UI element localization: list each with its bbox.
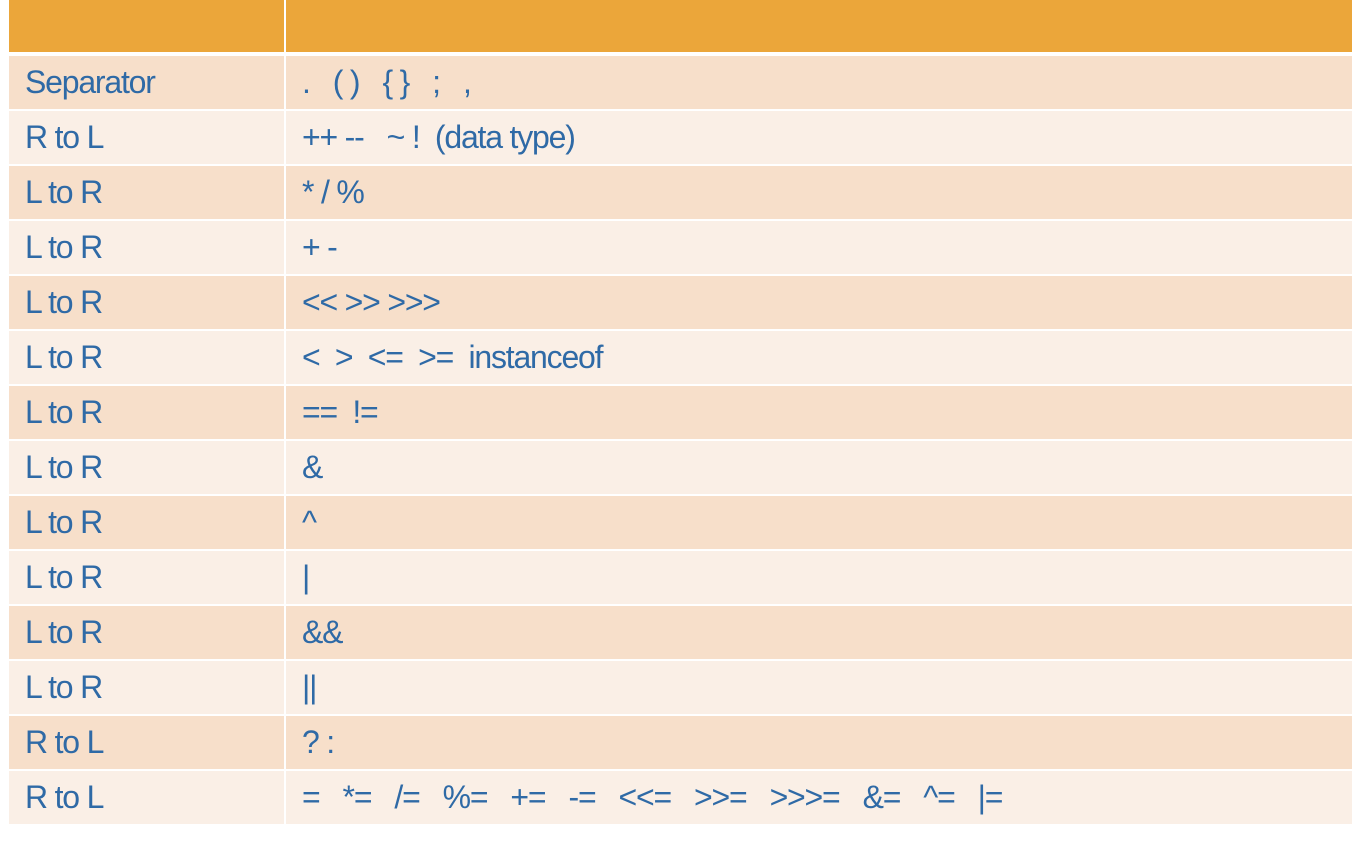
operators-cell: && [302,614,343,650]
table-row: L to R + - [9,220,1352,275]
associativity-cell: R to L [9,110,286,165]
associativity-cell: L to R [9,550,286,605]
operators-cell: + - [302,229,338,265]
table-row: R to L ? : [9,715,1352,770]
operators-cell: << >> >>> [302,284,441,320]
operators-cell: | [302,559,310,595]
associativity-cell: L to R [9,330,286,385]
table-row: L to R | [9,550,1352,605]
table-header-row [9,0,1352,54]
operators-cell: & [302,449,323,485]
operators-cell: == != [302,394,379,430]
associativity-cell: R to L [9,770,286,825]
associativity-cell: L to R [9,385,286,440]
table-row: L to R * / % [9,165,1352,220]
operator-precedence-table: Separator . ( ) { } ; , R to L ++ -- ~ !… [9,0,1352,826]
associativity-cell: L to R [9,495,286,550]
table-row: L to R << >> >>> [9,275,1352,330]
operators-cell: . ( ) { } ; , [302,64,472,100]
header-associativity [9,0,286,54]
associativity-cell: L to R [9,165,286,220]
table-row: Separator . ( ) { } ; , [9,54,1352,110]
associativity-cell: L to R [9,660,286,715]
associativity-cell: L to R [9,275,286,330]
table-row: L to R || [9,660,1352,715]
operators-cell: ++ -- ~ ! (data type) [302,119,576,155]
operators-cell: ? : [302,724,335,760]
table-row: L to R == != [9,385,1352,440]
table-row: L to R && [9,605,1352,660]
associativity-cell: L to R [9,440,286,495]
operator-precedence-table-wrapper: Separator . ( ) { } ; , R to L ++ -- ~ !… [9,0,1352,826]
operators-cell: < > <= >= instanceof [302,339,604,375]
operators-cell: || [302,669,317,705]
header-operators [285,0,1352,54]
table-row: L to R ^ [9,495,1352,550]
associativity-cell: L to R [9,220,286,275]
table-row: R to L = *= /= %= += -= <<= >>= >>>= &= … [9,770,1352,825]
table-row: R to L ++ -- ~ ! (data type) [9,110,1352,165]
associativity-cell: R to L [9,715,286,770]
table-row: L to R & [9,440,1352,495]
operators-cell: = *= /= %= += -= <<= >>= >>>= &= ^= |= [302,779,1003,815]
operators-cell: * / % [302,174,365,210]
table-row: L to R < > <= >= instanceof [9,330,1352,385]
associativity-cell: Separator [9,54,286,110]
associativity-cell: L to R [9,605,286,660]
operators-cell: ^ [302,504,317,540]
